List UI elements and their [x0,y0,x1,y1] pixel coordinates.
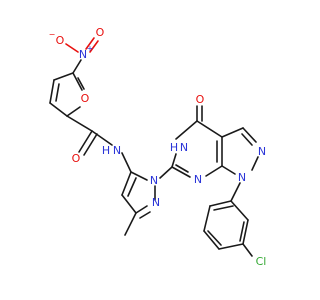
atom-n-amide: N [113,144,121,157]
atom-n-pyrazole-right: N [258,145,266,158]
bond-c3-n2 [135,205,148,214]
bond-ar-5-inner [239,221,245,242]
bond-n-c5pz [121,152,132,173]
bond-methyl [124,212,137,236]
charge-minus: − [49,30,56,39]
bond-n-o-double-a [85,37,95,50]
bond-n1-c6 [159,166,173,179]
bond-c-o-a [78,130,93,153]
bond-c5-o [72,72,83,91]
atom-o-oxo: O [196,93,205,106]
bond-ar-4 [218,243,244,250]
bond-c5-o-inner [77,77,85,90]
atom-n-pyrimidinone-h: N [180,141,188,154]
background [0,0,300,300]
bond-c4-c3-inner [55,83,60,102]
atom-o-furan: O [81,92,90,105]
bond-c3-c2 [49,102,68,117]
atom-n-pyrimidinone: N [194,173,202,186]
atom-n1-pyrazole: N [150,174,158,187]
bond-c3-n2b [242,127,257,143]
bond-c-cl [242,243,253,257]
bond-c4-c3 [49,79,55,104]
atom-labels: O − N + O O O N H N N N H N O N N Cl [49,26,267,268]
bond-c3-n2b-inner [241,133,253,146]
bond-c4-c3pz [121,194,137,214]
bond-n-o-double-b [89,40,99,53]
bond-c2-o [66,106,81,117]
atom-n2-pyrazole: N [152,196,160,209]
bond-c3a-c3 [221,127,244,138]
bond-c6-nh [171,153,177,168]
bond-n-o-minus [65,43,79,53]
bond-n1b-c7a [221,165,236,175]
atom-o-nitro-minus: O [56,34,65,47]
bond-n1-c5 [130,171,148,181]
bond-c5-c4 [53,72,74,81]
atom-h-pyrimidinone: H [170,141,178,154]
atom-o-nitro: O [96,26,105,39]
bond-c3-n2-inner [139,211,151,219]
bond-n7-c6 [171,166,191,178]
bond-c-n [91,130,113,146]
bond-c5-c4pz-inner [127,177,137,197]
bond-c-o-b [83,133,98,156]
bond-c4-c3a [196,120,223,138]
bond-ar-2 [203,205,211,232]
atom-n-pyrazole-bottom: N [238,171,246,184]
bond-ar-6 [230,200,249,221]
bond-lines [49,37,259,257]
bond-c5-c4pz [121,171,132,196]
atom-chlorine: Cl [256,255,267,268]
bond-n1b-cipso [230,182,241,202]
bond-ar-1-inner [213,205,234,211]
atom-h-amide: H [102,144,110,157]
molecule-diagram: O − N + O O O N H N N N H N O N N Cl [0,0,300,300]
bond-nh-c4 [175,120,198,140]
bond-c7a-n7 [205,165,223,177]
bond-ar-1 [209,200,232,207]
bond-n7-c6-inner [175,164,189,173]
bond-n2b-n1b [251,156,259,171]
atom-n-nitro: N [79,48,87,61]
bond-ar-3 [203,230,220,250]
bond-ar-3-inner [207,230,222,246]
bond-ar-5 [242,219,249,245]
charge-plus: + [87,44,94,53]
bond-c2-camide [66,115,93,132]
bond-n-c5 [72,59,82,74]
atom-o-amide: O [72,152,81,165]
